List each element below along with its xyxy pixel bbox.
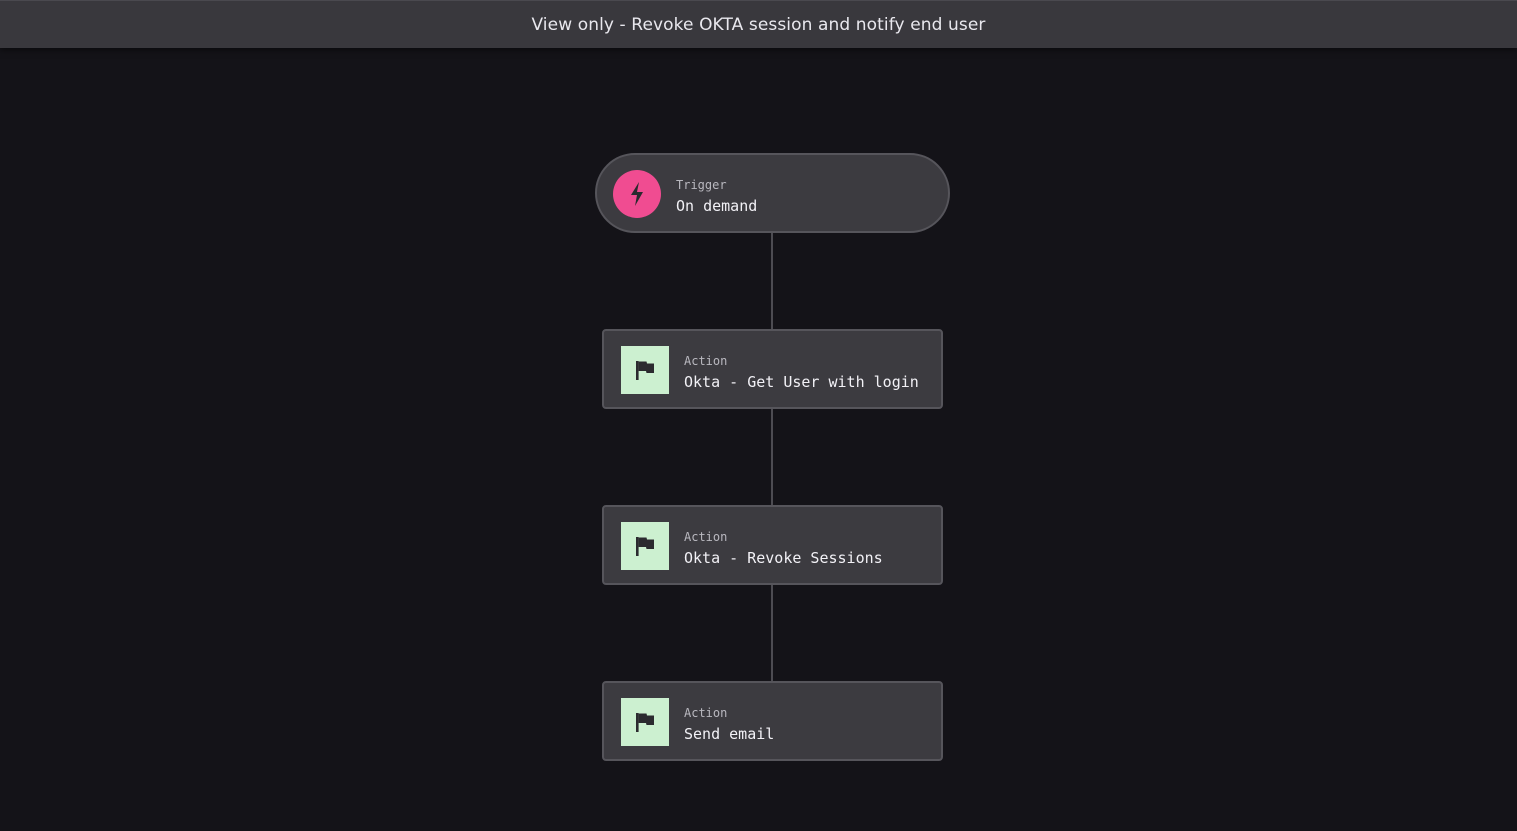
node-name: Okta - Get User with login [684,373,919,391]
flag-icon [621,698,669,746]
action-node-get-user[interactable]: Action Okta - Get User with login [602,329,943,409]
node-type-label: Action [684,354,728,368]
node-type-label: Action [684,530,728,544]
flag-icon [621,522,669,570]
connector-line [771,583,773,682]
node-type-label: Trigger [676,178,727,192]
connector-line [771,231,773,329]
action-node-revoke-sessions[interactable]: Action Okta - Revoke Sessions [602,505,943,585]
node-name: Okta - Revoke Sessions [684,549,883,567]
workflow-canvas[interactable]: Trigger On demand Action Okta - Get User… [0,48,1517,831]
flag-icon [621,346,669,394]
top-bar: View only - Revoke OKTA session and noti… [0,0,1517,48]
lightning-bolt-icon [613,170,661,218]
action-node-send-email[interactable]: Action Send email [602,681,943,761]
connector-line [771,407,773,506]
node-type-label: Action [684,706,728,720]
node-name: Send email [684,725,775,743]
trigger-node[interactable]: Trigger On demand [595,153,950,233]
page-title: View only - Revoke OKTA session and noti… [531,14,986,35]
node-name: On demand [676,197,758,215]
